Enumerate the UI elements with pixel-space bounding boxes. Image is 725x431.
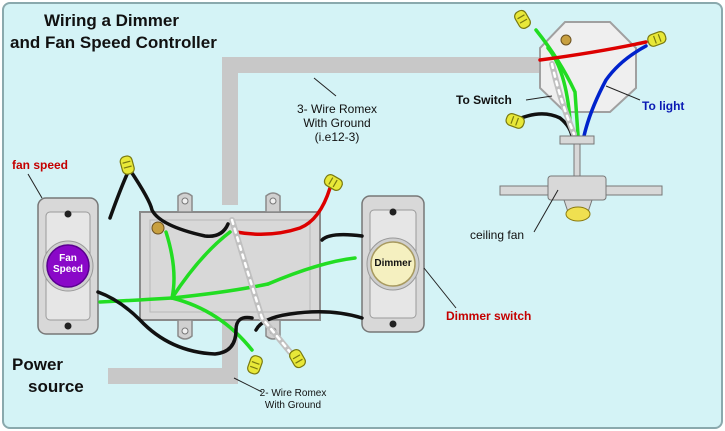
dimmer-knob <box>370 241 416 287</box>
title-line-1: Wiring a Dimmer <box>44 11 179 30</box>
romex-3-wire-line-2: With Ground <box>303 116 371 130</box>
power-source-line-2: source <box>28 377 84 396</box>
leader-lines <box>27 77 641 393</box>
wire-nuts <box>119 9 667 375</box>
junction-box <box>139 211 321 321</box>
romex-2-wire-cable <box>108 310 238 384</box>
ceiling-box-ground-screw <box>560 34 572 46</box>
ceiling-fan-light <box>565 206 591 222</box>
ground-wires <box>98 28 580 352</box>
romex-3-wire-line-3: (i.e12-3) <box>314 130 360 144</box>
blue-wire <box>582 44 648 138</box>
fan-speed-controller <box>37 197 99 335</box>
fan-face-line-1: Fan <box>59 253 77 264</box>
dimmer-face-label: Dimmer <box>374 258 412 269</box>
fan-speed-label: fan speed <box>12 158 69 172</box>
ceiling-fan <box>499 135 663 222</box>
romex-2-wire-line-2: With Ground <box>264 400 322 411</box>
romex-2-wire-line-1: 2- Wire Romex <box>259 388 327 399</box>
to-switch-label: To Switch <box>456 93 512 107</box>
cable-sheaths <box>229 61 577 355</box>
black-wires <box>96 112 574 356</box>
fan-speed-face-label: Fan Speed <box>46 253 90 275</box>
power-source-line-1: Power <box>12 355 64 374</box>
to-light-label: To light <box>642 99 685 113</box>
ceiling-fan-label: ceiling fan <box>470 228 525 242</box>
fan-face-line-2: Speed <box>52 264 83 275</box>
dimmer-switch-label: Dimmer switch <box>446 309 532 323</box>
romex-3-wire-line-1: 3- Wire Romex <box>296 102 377 116</box>
junction-box-ground-screw <box>151 221 165 235</box>
fan-speed-knob <box>46 244 90 288</box>
title-line-2: and Fan Speed Controller <box>10 33 217 52</box>
dimmer-switch-device <box>361 195 425 333</box>
romex-3-wire-cable <box>222 57 545 205</box>
romex-2-wire-label: 2- Wire Romex With Ground <box>238 388 348 412</box>
romex-3-wire-label: 3- Wire Romex With Ground (i.e12-3) <box>282 102 392 144</box>
red-wires <box>234 40 648 236</box>
